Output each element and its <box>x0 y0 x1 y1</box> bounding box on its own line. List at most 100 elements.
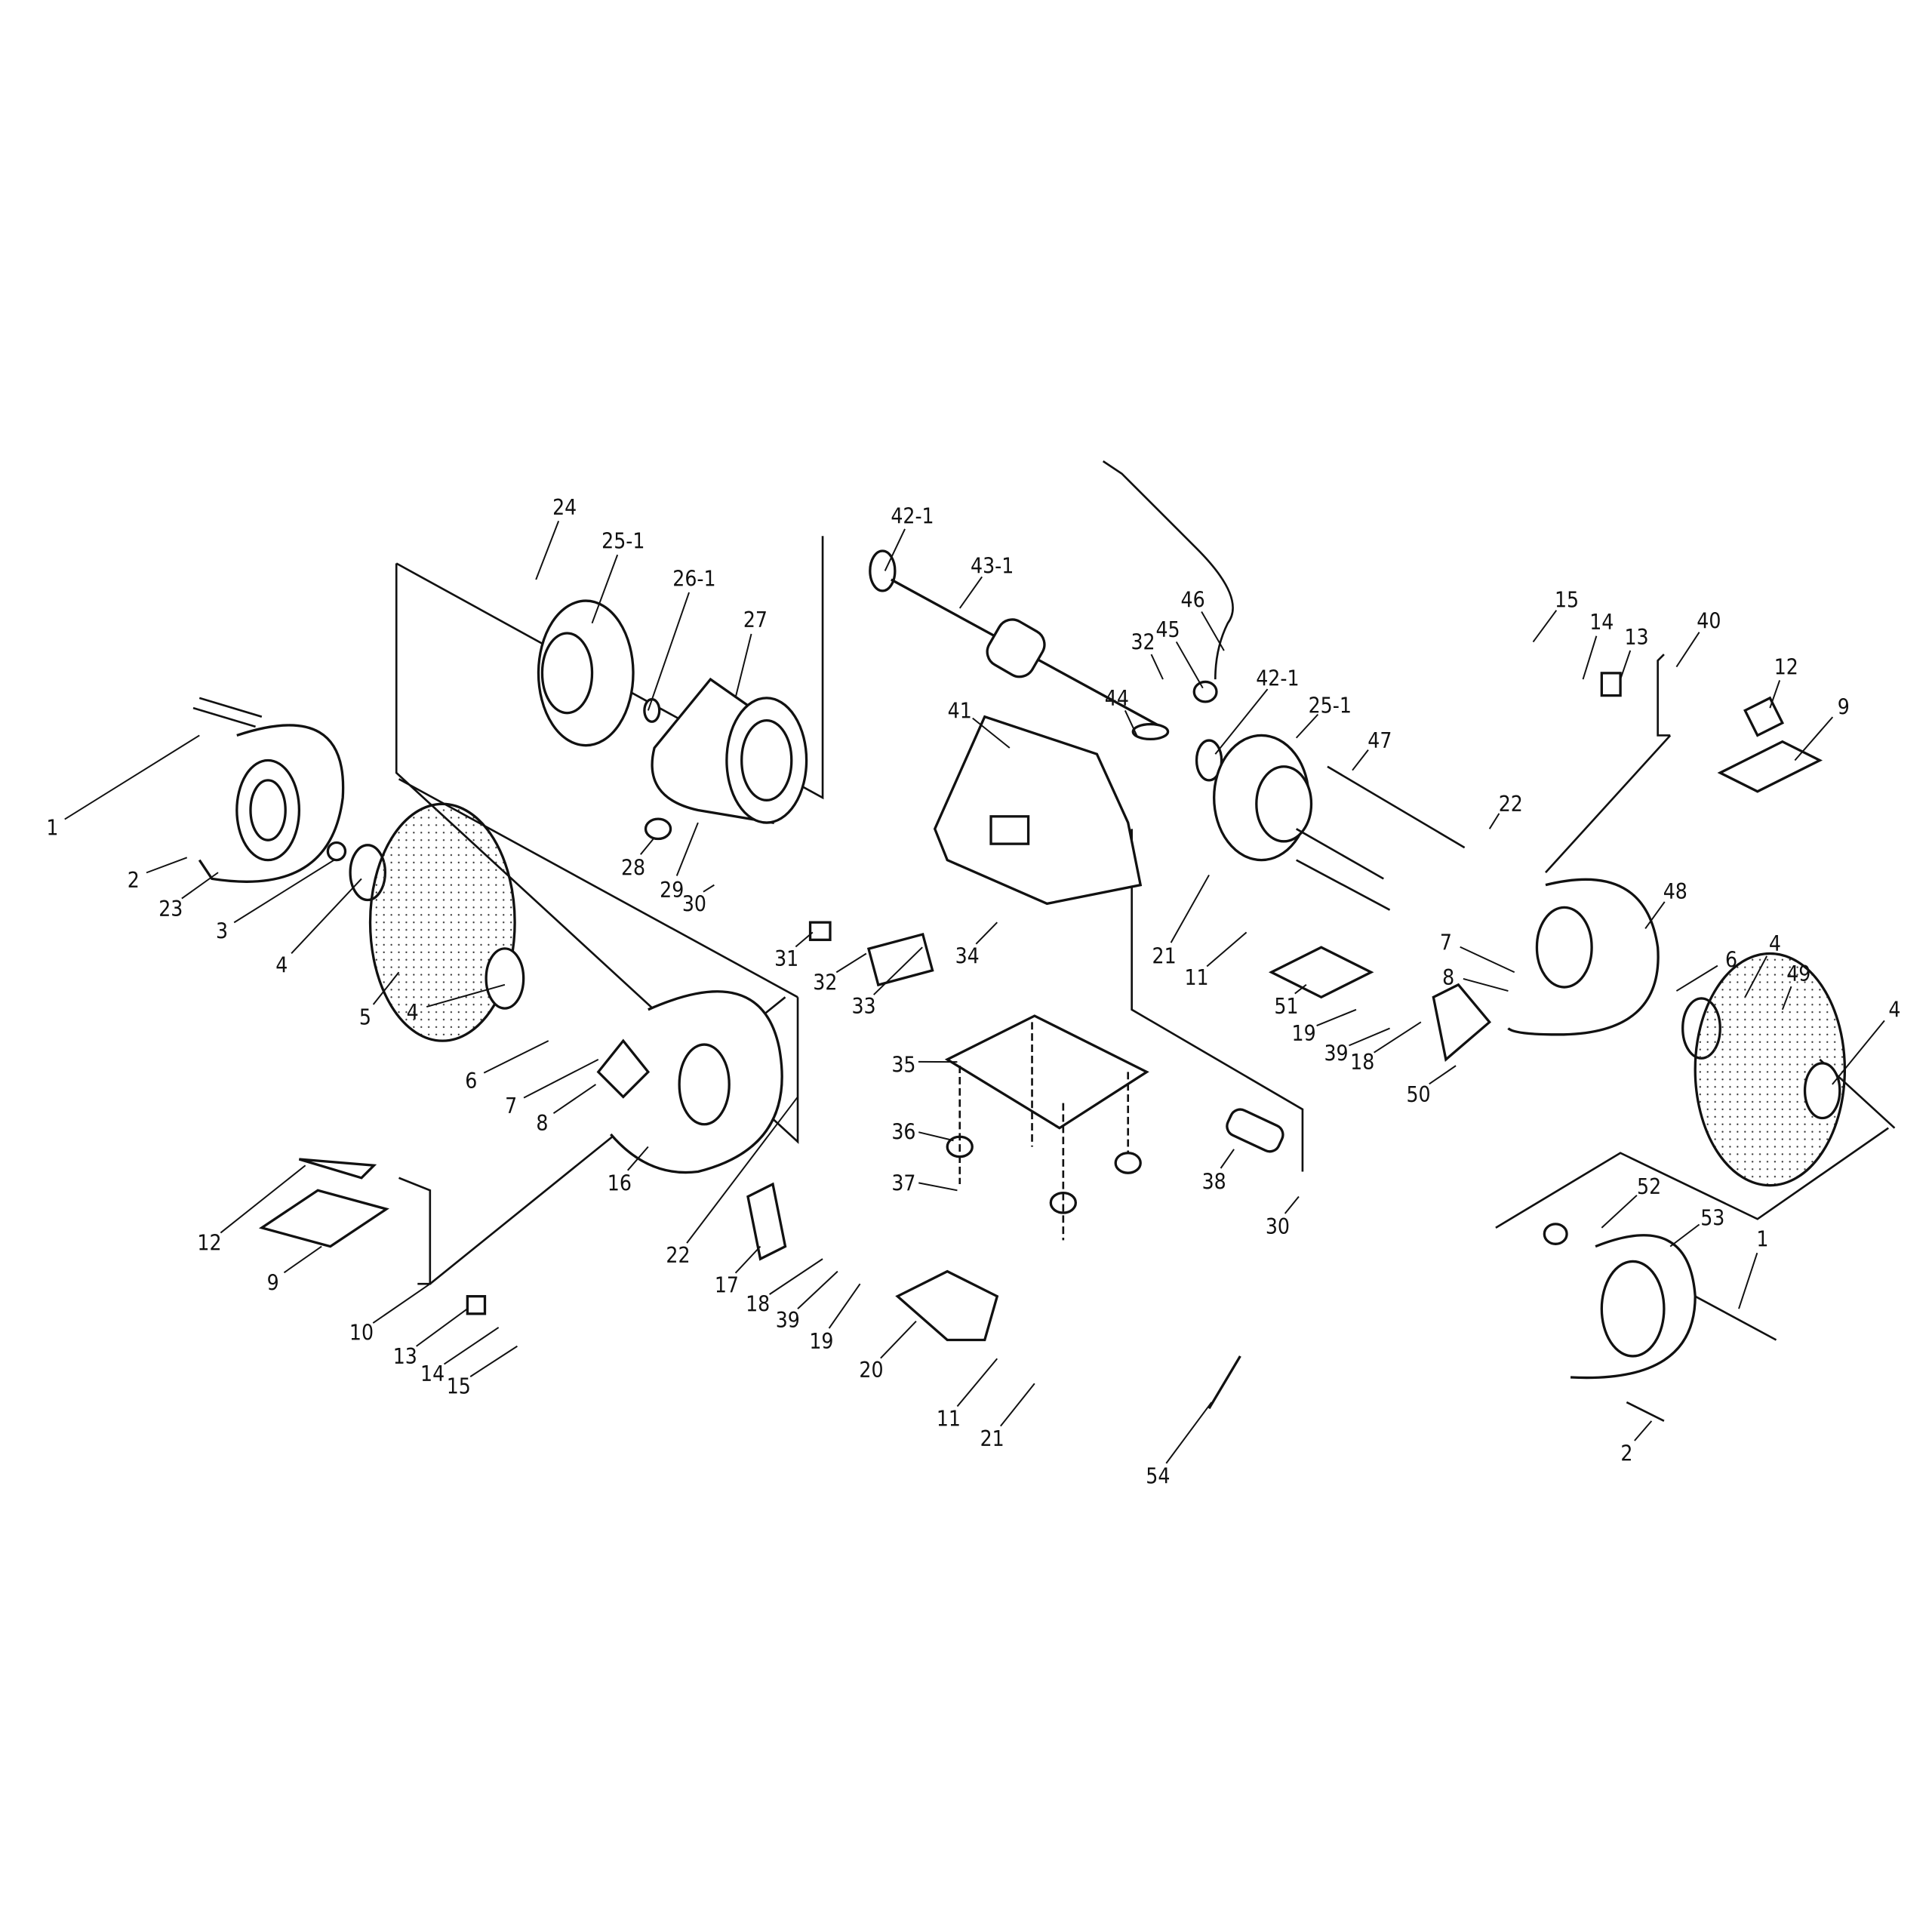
callout-label-44: 44 <box>1105 686 1129 711</box>
callout-label-52: 52 <box>1637 1174 1661 1199</box>
callout-label-35: 35 <box>891 1052 915 1077</box>
leader-line <box>426 983 506 1008</box>
callout-label-12: 12 <box>197 1231 221 1256</box>
leader-line <box>483 1040 549 1074</box>
leader-line <box>703 884 715 893</box>
callout-label-10: 10 <box>349 1320 374 1345</box>
leader-line <box>372 1283 431 1324</box>
assembly-outline-center <box>1131 829 1304 1172</box>
leader-line <box>1201 611 1225 651</box>
callout-label-51: 51 <box>1274 994 1298 1019</box>
leader-line <box>1295 713 1319 739</box>
callout-label-2: 2 <box>1620 1441 1632 1466</box>
power-cord <box>1102 460 1234 680</box>
leader-line <box>880 1321 917 1359</box>
leader-line <box>1620 650 1632 680</box>
callout-label-17: 17 <box>715 1273 739 1298</box>
assembly-outline-motor <box>395 536 824 800</box>
callout-label-1: 1 <box>46 816 58 841</box>
callout-label-53: 53 <box>1700 1206 1724 1231</box>
callout-label-4: 4 <box>407 1000 419 1025</box>
callout-label-38: 38 <box>1202 1170 1226 1195</box>
leader-line <box>626 1146 649 1171</box>
callout-label-42-1: 42-1 <box>1256 666 1299 691</box>
leader-line <box>1582 635 1598 680</box>
callout-label-37: 37 <box>891 1171 915 1195</box>
leader-line <box>1294 983 1307 995</box>
callout-label-5: 5 <box>359 1005 371 1030</box>
leader-line <box>675 822 699 876</box>
leader-line <box>372 971 400 1005</box>
leader-line <box>552 1084 597 1114</box>
leader-line <box>1601 1195 1638 1229</box>
leader-line <box>591 554 619 624</box>
callout-label-41: 41 <box>948 698 972 723</box>
callout-label-26-1: 26-1 <box>672 566 715 591</box>
callout-label-25-1: 25-1 <box>601 529 645 554</box>
leader-line <box>1429 1065 1457 1085</box>
leader-line <box>1669 1223 1700 1247</box>
callout-label-40: 40 <box>1697 608 1721 633</box>
callout-label-3: 3 <box>216 919 228 944</box>
leader-line <box>647 592 691 711</box>
leader-line <box>1794 716 1834 761</box>
leader-line <box>1781 986 1792 1011</box>
callout-label-39: 39 <box>1324 1041 1348 1066</box>
bearing-right <box>1195 739 1223 782</box>
leader-line <box>795 931 814 948</box>
leader-line <box>1349 1027 1390 1047</box>
callout-label-19: 19 <box>809 1329 833 1354</box>
leader-line <box>64 734 200 820</box>
callout-label-23: 23 <box>158 897 183 921</box>
leader-line <box>523 1058 599 1099</box>
callout-label-15: 15 <box>447 1374 471 1399</box>
leader-line <box>181 872 219 900</box>
callout-label-4: 4 <box>1769 931 1781 956</box>
callout-label-14: 14 <box>420 1361 445 1386</box>
leader-line <box>884 528 906 571</box>
callout-label-47: 47 <box>1367 728 1392 753</box>
leader-line <box>1214 688 1269 755</box>
leader-line <box>1675 632 1700 668</box>
leader-line <box>734 1245 761 1274</box>
callout-label-7: 7 <box>505 1094 517 1118</box>
eye-shield-right <box>1717 740 1823 793</box>
callout-label-24: 24 <box>552 495 577 520</box>
callout-label-13: 13 <box>393 1344 417 1369</box>
leader-line <box>1352 749 1369 771</box>
leader-line <box>734 633 752 699</box>
leader-line <box>1675 964 1718 992</box>
base <box>933 715 1143 906</box>
leader-line <box>535 520 560 580</box>
callout-label-28: 28 <box>621 855 645 880</box>
leader-line <box>956 1358 998 1407</box>
leader-line <box>1532 610 1558 643</box>
callout-label-30: 30 <box>682 891 706 916</box>
callout-label-45: 45 <box>1155 617 1180 642</box>
leader-line <box>918 1131 954 1142</box>
callout-label-21: 21 <box>980 1426 1004 1451</box>
eye-shield-left <box>258 1189 389 1248</box>
callout-label-8: 8 <box>1442 965 1454 990</box>
callout-label-49: 49 <box>1786 961 1810 986</box>
callout-label-36: 36 <box>891 1120 915 1145</box>
callout-label-18: 18 <box>1350 1050 1374 1075</box>
callout-label-15: 15 <box>1555 587 1579 612</box>
leader-line <box>1769 680 1781 709</box>
leader-line <box>1374 1021 1422 1054</box>
leader-line <box>1170 874 1210 943</box>
tool-rest-left <box>895 1269 999 1342</box>
parts-artwork <box>192 460 1896 1423</box>
leader-line <box>797 1270 838 1309</box>
callout-label-43-1: 43-1 <box>971 554 1014 579</box>
callout-label-11: 11 <box>937 1406 961 1431</box>
leader-line <box>1124 709 1138 736</box>
capacitor <box>1226 1108 1284 1153</box>
leader-line <box>1460 946 1515 974</box>
grinding-wheel-left <box>368 802 516 1042</box>
callout-label-39: 39 <box>776 1308 800 1333</box>
leader-line <box>1284 1195 1300 1214</box>
callout-label-12: 12 <box>1774 655 1798 680</box>
